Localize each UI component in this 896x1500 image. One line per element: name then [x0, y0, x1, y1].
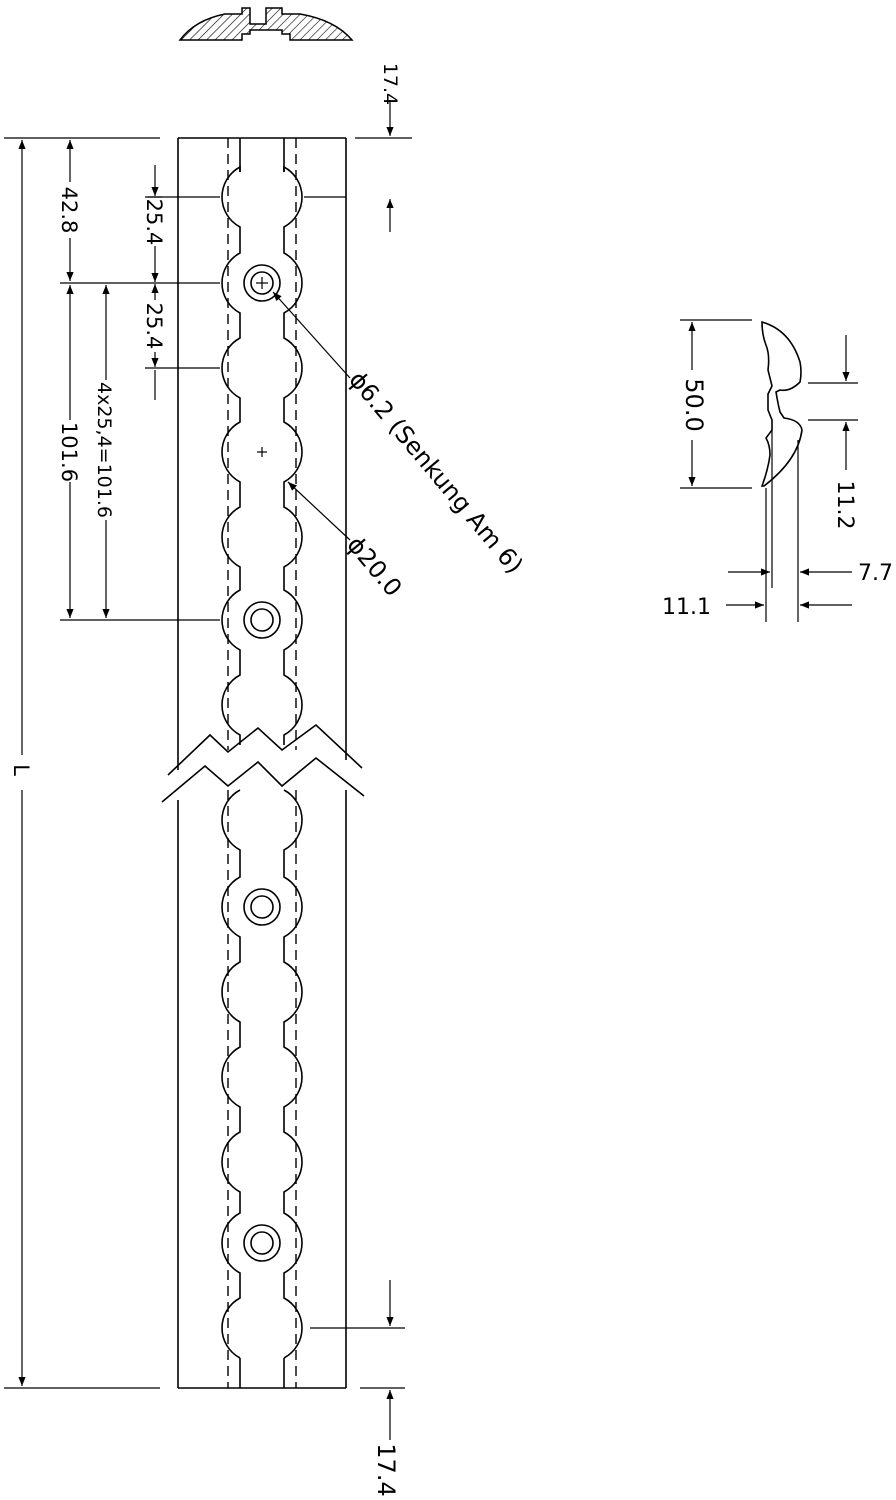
countersunk-hole-ring — [250, 895, 274, 919]
slot-right-edge — [283, 165, 303, 745]
dim-first-hole: 42.8 — [57, 187, 81, 234]
slot-left-edge — [221, 165, 241, 745]
dim-pitch-total: 101.6 — [57, 422, 81, 482]
countersunk-hole-ring — [250, 608, 274, 632]
side-profile-view — [680, 319, 858, 622]
slot-scallops — [221, 165, 303, 1359]
countersunk-hole-ring — [250, 271, 274, 295]
countersunk-hole-ring — [243, 264, 281, 302]
dim-bottom-offset: 17.4 — [372, 1443, 400, 1496]
countersunk-hole-ring — [250, 1231, 274, 1255]
dim-slot-opening: 11.2 — [832, 481, 857, 530]
dim-pitch-formula: 4x25,4=101.6 — [93, 382, 115, 518]
dim-flange-thickness: 7.7 — [858, 561, 893, 586]
left-dimensions — [4, 137, 346, 1389]
callout-leaders — [272, 291, 351, 541]
countersunk-hole-ring — [243, 601, 281, 639]
dim-top-offset: 17.4 — [379, 63, 401, 105]
dim-profile-width: 50.0 — [680, 378, 708, 431]
dim-pitch-1: 25.4 — [142, 199, 166, 246]
dim-total-thickness: 11.1 — [662, 595, 711, 620]
top-cross-section — [178, 7, 354, 41]
slot-right-edge — [283, 789, 303, 1359]
offset-dimensions — [310, 100, 412, 1440]
center-marks — [256, 277, 268, 457]
track-body — [161, 137, 365, 1389]
slot-left-edge — [221, 789, 241, 1359]
dim-length-L: L — [9, 764, 33, 776]
countersunk-hole-ring — [243, 1224, 281, 1262]
callout-slot-diameter: ϕ20.0 — [341, 531, 407, 602]
dim-pitch-2: 25.4 — [142, 303, 166, 350]
countersunk-hole-ring — [243, 888, 281, 926]
